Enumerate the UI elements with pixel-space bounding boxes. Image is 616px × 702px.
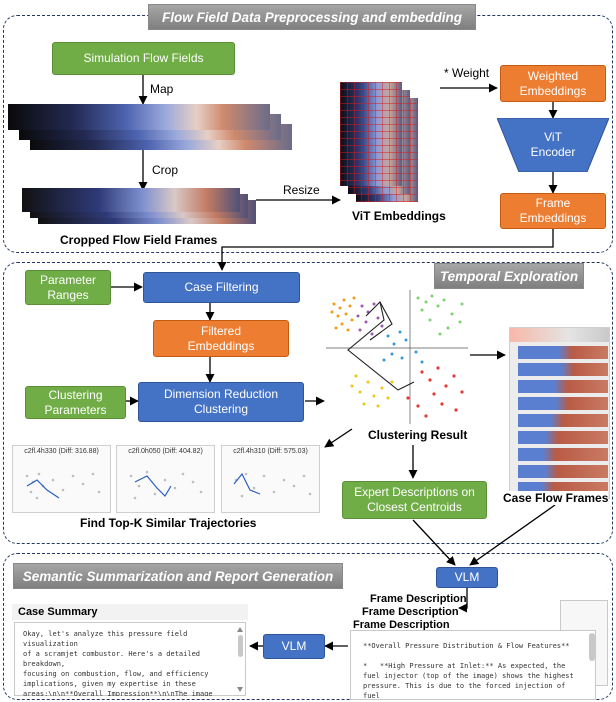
- arrow-frame-to-filter: [217, 229, 554, 271]
- case-summary-text: Okay, let's analyze this pressure field …: [23, 630, 213, 696]
- vit-embeddings-caption: ViT Embeddings: [352, 209, 446, 223]
- mapped-frame: [8, 104, 270, 130]
- map-label: Map: [150, 82, 174, 96]
- blue-cluster: [382, 330, 424, 364]
- semantic-banner: Semantic Summarization and Report Genera…: [13, 563, 343, 589]
- frame-description-label-3: Frame Description: [353, 619, 450, 631]
- arrow-vlm-to-desc: [458, 588, 468, 613]
- case-frame-row: [518, 397, 608, 410]
- case-frame-row: [518, 431, 608, 444]
- trajectory-thumb: c2fl.4h310 (Diff: 575.03): [221, 445, 320, 513]
- filtered-embeddings-node: Filtered Embeddings: [153, 320, 289, 357]
- purple-cluster: [356, 302, 384, 336]
- clustering-result-caption: Clustering Result: [368, 428, 468, 442]
- semantic-panel: [3, 553, 613, 700]
- vit-encoder-trapezoid: [497, 118, 609, 172]
- trajectory-plot: [129, 470, 203, 500]
- yellow-cluster: [350, 374, 394, 408]
- trajectory-thumb: c2fl.4h330 (Diff: 316.88): [12, 445, 111, 513]
- weight-label: * Weight: [444, 66, 490, 80]
- trajectory-thumb: c2fl.0h050 (Diff: 404.82): [116, 445, 215, 513]
- temporal-panel: [3, 262, 613, 544]
- case-frame-row: [518, 380, 608, 393]
- case-frame-row: [518, 363, 608, 376]
- trajectory-title: c2fl.0h050 (Diff: 404.82): [128, 448, 203, 455]
- vlm-top-node: VLM: [436, 567, 498, 588]
- case-summary-scroll-up[interactable]: [237, 627, 243, 632]
- case-summary-header: [12, 604, 248, 620]
- cropped-frames-caption: Cropped Flow Field Frames: [60, 233, 218, 247]
- trajectory-plot: [25, 472, 101, 500]
- cropped-frame: [22, 188, 240, 212]
- expert-descriptions-node: Expert Descriptions on Closest Centroids: [342, 481, 487, 519]
- frame-embeddings-node: Frame Embeddings: [500, 193, 606, 229]
- trajectory-line: [347, 300, 415, 391]
- frame-description-label-1: Frame Description: [370, 593, 467, 605]
- temporal-banner: Temporal Exploration: [434, 263, 584, 289]
- trajectory-title: c2fl.4h310 (Diff: 575.03): [233, 448, 308, 455]
- find-topk-caption: Find Top-K Similar Trajectories: [80, 516, 257, 530]
- vit-embeddings-stack: [340, 82, 420, 206]
- crop-label: Crop: [152, 163, 179, 177]
- mapped-frames-stack: [8, 104, 298, 154]
- case-filtering-node: Case Filtering: [143, 272, 300, 303]
- trajectory-plot: [233, 472, 312, 498]
- case-summary-title: Case Summary: [18, 606, 98, 618]
- case-frame-row: [518, 346, 608, 359]
- frame-description-text: **Overall Pressure Distribution & Flow F…: [363, 642, 574, 700]
- case-frame-row: [518, 414, 608, 427]
- frame-description-label-2: Frame Description: [362, 606, 459, 618]
- vit-grid-graphic: [340, 82, 418, 202]
- case-frame-row: [518, 465, 608, 478]
- case-summary-panel: Case Summary Okay, let's analyze this pr…: [12, 604, 248, 696]
- clustering-parameters-node: Clustering Parameters: [25, 386, 126, 419]
- arrow-expert-to-vlm: [412, 519, 456, 566]
- frame-description-panel: **Overall Pressure Distribution & Flow F…: [350, 630, 596, 700]
- red-cluster: [406, 366, 464, 418]
- dimension-reduction-node: Dimension Reduction Clustering: [138, 382, 304, 422]
- cropped-frames-stack: [22, 188, 262, 230]
- arrow-cluster-to-topk: [324, 428, 353, 448]
- resize-label: Resize: [283, 183, 320, 197]
- parameter-ranges-node: Parameter Ranges: [25, 270, 111, 305]
- simulation-flow-fields-node: Simulation Flow Fields: [52, 42, 235, 75]
- vlm-bottom-node: VLM: [263, 634, 325, 659]
- arrow-frames-to-vlm: [469, 504, 556, 566]
- trajectory-title: c2fl.4h330 (Diff: 316.88): [24, 448, 99, 455]
- case-flow-frames-caption: Case Flow Frames: [503, 491, 609, 505]
- green-cluster: [416, 294, 464, 336]
- case-frame-row: [518, 448, 608, 461]
- frame-description-scrollbar[interactable]: [589, 633, 595, 661]
- preprocessing-banner: Flow Field Data Preprocessing and embedd…: [148, 4, 476, 30]
- case-flow-frames: [509, 327, 610, 499]
- case-summary-scroll-down[interactable]: [237, 687, 243, 692]
- clustering-scatter: [326, 290, 468, 424]
- case-frames-header: [510, 328, 609, 342]
- trajectory-line: [369, 301, 393, 341]
- case-summary-box: Okay, let's analyze this pressure field …: [14, 622, 246, 696]
- orange-cluster: [330, 296, 356, 332]
- vit-encoder-node: ViT Encoder: [530, 130, 576, 159]
- weighted-embeddings-node: Weighted Embeddings: [500, 65, 606, 102]
- case-summary-scrollbar[interactable]: [238, 635, 243, 657]
